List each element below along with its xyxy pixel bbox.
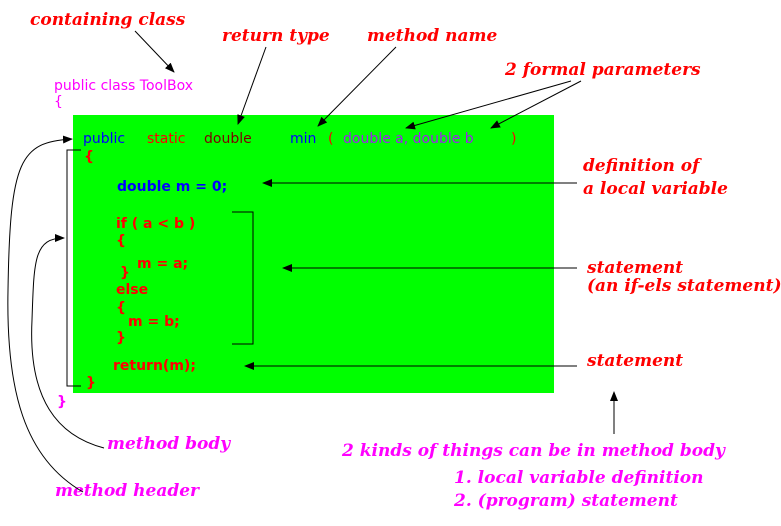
return-type-label: return type bbox=[222, 26, 330, 46]
arrow-param-a bbox=[405, 80, 572, 130]
local-def-label-line2: a local variable bbox=[583, 179, 728, 199]
keyword-public: public bbox=[83, 131, 126, 147]
if-close-brace: } bbox=[120, 265, 130, 281]
arrow-method-body bbox=[31, 234, 105, 449]
arrow-return-type bbox=[237, 46, 267, 125]
keyword-static: static bbox=[147, 131, 186, 147]
method-body-label: method body bbox=[107, 434, 231, 454]
return-type-keyword: double bbox=[204, 131, 252, 147]
containing-class-label: containing class bbox=[30, 10, 186, 30]
local-def-label-line1: definition of bbox=[583, 156, 700, 176]
arrow-containing-class bbox=[134, 30, 175, 73]
method-name-text: min bbox=[290, 131, 317, 147]
else-open-brace: { bbox=[116, 300, 126, 316]
arrow-method-header bbox=[7, 135, 84, 493]
if-statement-label-line2: (an if-els statement) bbox=[587, 276, 781, 296]
class-close-brace: } bbox=[57, 394, 67, 410]
param-close-paren: ) bbox=[511, 131, 517, 147]
arrow-param-b bbox=[490, 80, 582, 129]
kinds-item-2: 2. (program) statement bbox=[454, 491, 678, 511]
assign-b-line: m = b; bbox=[128, 314, 180, 330]
if-statement-label-line1: statement bbox=[587, 258, 684, 278]
method-name-label: method name bbox=[367, 26, 498, 46]
assign-a-line: m = a; bbox=[137, 256, 189, 272]
class-declaration: public class ToolBox bbox=[54, 78, 193, 94]
if-else-bracket bbox=[232, 211, 254, 345]
param-open-paren: ( bbox=[328, 131, 334, 147]
class-open-brace: { bbox=[54, 94, 63, 110]
body-open-brace: { bbox=[84, 149, 94, 165]
local-variable-line: double m = 0; bbox=[117, 179, 228, 195]
kinds-title: 2 kinds of things can be in method body bbox=[342, 441, 725, 461]
parameter-list: double a, double b bbox=[343, 131, 474, 147]
return-statement-label: statement bbox=[587, 351, 684, 371]
kinds-item-1: 1. local variable definition bbox=[454, 468, 704, 488]
if-open-brace: { bbox=[116, 233, 126, 249]
method-body-bracket bbox=[66, 149, 81, 387]
body-close-brace: } bbox=[86, 375, 96, 391]
formal-parameters-label: 2 formal parameters bbox=[505, 60, 701, 80]
arrow-method-name bbox=[317, 46, 397, 127]
else-close-brace: } bbox=[116, 330, 126, 346]
if-condition-line: if ( a < b ) bbox=[116, 216, 196, 232]
else-keyword: else bbox=[116, 282, 149, 298]
return-statement-line: return(m); bbox=[113, 358, 196, 374]
method-code-box bbox=[73, 115, 554, 393]
